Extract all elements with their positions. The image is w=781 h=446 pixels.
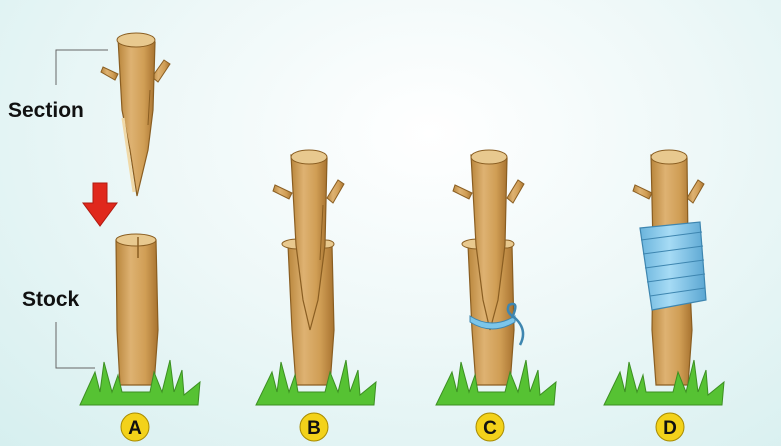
grafting-tape-wrap xyxy=(639,221,707,311)
stock-label: Stock xyxy=(22,288,80,311)
step-a-illustration: Section Stock A xyxy=(8,32,201,442)
step-d-illustration: D xyxy=(603,149,725,442)
stock-callout-line xyxy=(55,322,95,369)
step-d-badge xyxy=(655,412,685,442)
step-c-letter: C xyxy=(483,418,497,439)
step-a-badge xyxy=(120,412,150,442)
down-arrow-icon xyxy=(82,182,118,227)
step-b-letter: B xyxy=(307,418,321,439)
scion-section xyxy=(100,32,171,197)
grass-a xyxy=(79,359,201,406)
step-b-illustration: B xyxy=(255,149,377,442)
step-a-letter: A xyxy=(128,418,142,439)
section-callout-line xyxy=(55,49,108,85)
step-c-badge xyxy=(475,412,505,442)
grass-c xyxy=(435,359,557,406)
grass-b xyxy=(255,359,377,406)
stock-a xyxy=(115,233,159,386)
section-label: Section xyxy=(8,99,84,122)
tie-string xyxy=(469,302,525,346)
grass-d xyxy=(603,359,725,406)
step-c-illustration: C xyxy=(435,149,557,442)
step-d-letter: D xyxy=(663,418,677,439)
step-b-badge xyxy=(299,412,329,442)
